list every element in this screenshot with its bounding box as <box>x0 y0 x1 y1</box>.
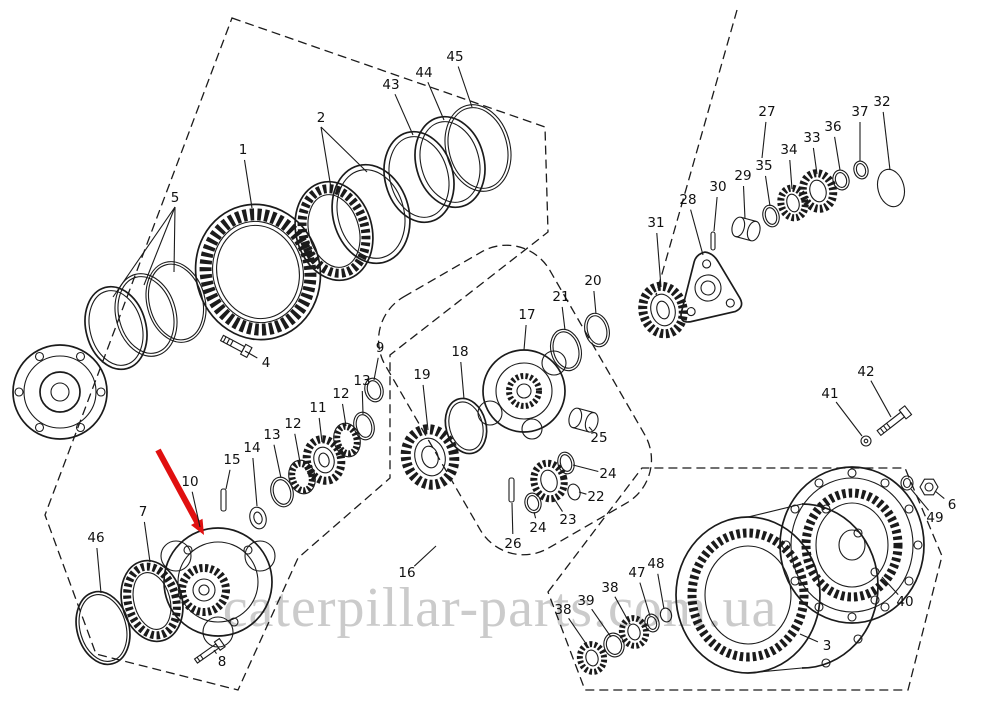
planet-gear-23 <box>530 459 568 503</box>
bolt-8 <box>193 637 226 664</box>
bushing-29 <box>731 216 761 242</box>
ring-gear-40 <box>779 466 925 624</box>
snap-ring-22 <box>567 483 581 501</box>
bolt-42 <box>876 405 913 437</box>
gear-31 <box>638 281 688 339</box>
ring-20 <box>584 312 610 348</box>
bushing-25 <box>568 407 599 433</box>
motor-brake-housing <box>12 344 108 440</box>
sun-gear-19 <box>400 424 460 490</box>
nut-6 <box>919 478 939 496</box>
ring-gear-1 <box>194 203 322 341</box>
highlight-arrow <box>155 448 204 535</box>
bolt-4 <box>219 334 253 359</box>
roller-bearing-12-left <box>288 459 316 495</box>
flange-28 <box>680 251 743 323</box>
washer-36 <box>832 169 850 191</box>
ring-45 <box>444 104 512 192</box>
leader-lines <box>96 66 945 655</box>
roller-bearing-12-right <box>333 422 361 458</box>
washer-49 <box>900 475 914 491</box>
bearing-7 <box>120 559 184 643</box>
washer-13-right <box>353 411 375 441</box>
washer-13-left <box>270 476 294 508</box>
washer-41 <box>860 435 872 447</box>
carrier-17 <box>477 349 567 440</box>
ring-44 <box>414 115 486 209</box>
ring-48 <box>659 607 673 623</box>
snap-ring-32 <box>876 168 906 208</box>
ring-21 <box>549 328 583 372</box>
carrier-assembly-10 <box>160 527 276 648</box>
washer-9 <box>364 377 384 403</box>
gear-38-left <box>576 641 608 675</box>
pin-30 <box>710 231 716 251</box>
washer-24-lower <box>524 492 542 514</box>
final-drive-housing-3 <box>675 503 880 674</box>
washer-24-upper <box>557 451 575 475</box>
gear-34 <box>777 184 809 222</box>
gear-33 <box>798 169 838 213</box>
pin-26 <box>508 477 515 503</box>
washer-37 <box>853 160 869 180</box>
washer-35 <box>762 204 780 228</box>
sleeve-14 <box>249 506 267 530</box>
pin-15 <box>220 488 227 512</box>
seal-rings-5 <box>84 261 207 371</box>
